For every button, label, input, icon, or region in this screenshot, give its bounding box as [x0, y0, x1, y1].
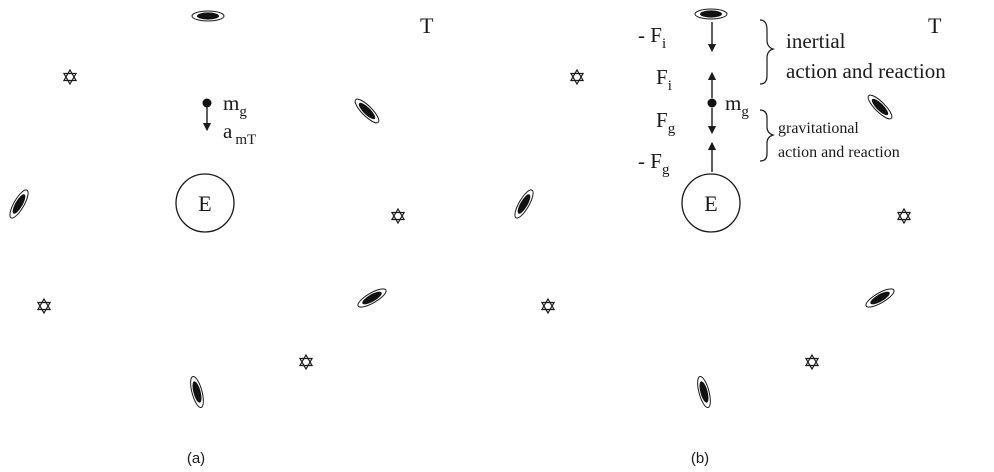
star-of-david-icon — [37, 298, 51, 314]
earth-label: E — [704, 191, 717, 216]
inertial-action-reaction-label: action and reaction — [786, 59, 946, 83]
mass-dot — [202, 98, 212, 108]
galaxy-icon — [864, 91, 896, 123]
acceleration-label: a — [223, 119, 233, 143]
gravitational-brace — [759, 109, 775, 162]
svg-text:mg: mg — [223, 91, 247, 120]
galaxy-icon — [351, 95, 383, 127]
mass-label: m — [725, 91, 741, 115]
galaxy-icon — [694, 374, 714, 410]
svg-text:mg: mg — [725, 91, 749, 120]
svg-text:- Fg: - Fg — [638, 149, 670, 178]
inertial-force-subscript: i — [668, 78, 672, 94]
earth-label: E — [198, 191, 211, 216]
mass-subscript: g — [741, 104, 749, 120]
region-label-t: T — [420, 13, 434, 38]
galaxy-icon — [511, 187, 537, 221]
galaxy-icon — [355, 285, 389, 311]
galaxy-icon — [6, 187, 32, 221]
neg-inertial-force-label: - F — [638, 23, 662, 47]
galaxy-icon — [187, 374, 207, 410]
star-of-david-icon — [805, 354, 819, 370]
svg-text:Fg: Fg — [656, 108, 676, 137]
gravitational-label: gravitational — [778, 120, 859, 137]
galaxy-icon — [191, 10, 225, 22]
panel-a-caption: (a) — [187, 450, 205, 467]
gravitational-force-subscript: g — [668, 121, 676, 137]
acceleration-subscript: mT — [235, 132, 256, 148]
svg-text:- Fi: - Fi — [638, 23, 666, 52]
neg-gravitational-force-label: - F — [638, 149, 662, 173]
star-of-david-icon — [570, 69, 584, 85]
gravitational-force-label: F — [656, 108, 668, 132]
star-of-david-icon — [391, 208, 405, 224]
mass-dot — [707, 98, 717, 108]
star-of-david-icon — [299, 354, 313, 370]
star-of-david-icon — [541, 298, 555, 314]
inertial-force-label: F — [656, 65, 668, 89]
panel-b-caption: (b) — [691, 450, 709, 467]
star-of-david-icon — [63, 69, 77, 85]
neg-inertial-force-subscript: i — [662, 36, 666, 52]
inertial-brace — [759, 19, 775, 85]
galaxy-icon — [694, 8, 728, 20]
gravitational-action-reaction-label: action and reaction — [778, 144, 900, 161]
star-of-david-icon — [897, 208, 911, 224]
svg-text:Fi: Fi — [656, 65, 672, 94]
svg-text:amT: amT — [223, 119, 256, 148]
earth-circle — [175, 173, 235, 233]
neg-gravitational-force-subscript: g — [662, 162, 670, 178]
inertial-label: inertial — [786, 29, 846, 53]
panel-b: T mg - Fi Fi Fg - Fg E inertial actio — [511, 8, 946, 467]
mass-subscript: g — [239, 104, 247, 120]
mass-label: m — [223, 91, 239, 115]
galaxy-icon — [863, 285, 897, 311]
earth-circle — [681, 173, 741, 233]
region-label-t: T — [928, 13, 942, 38]
